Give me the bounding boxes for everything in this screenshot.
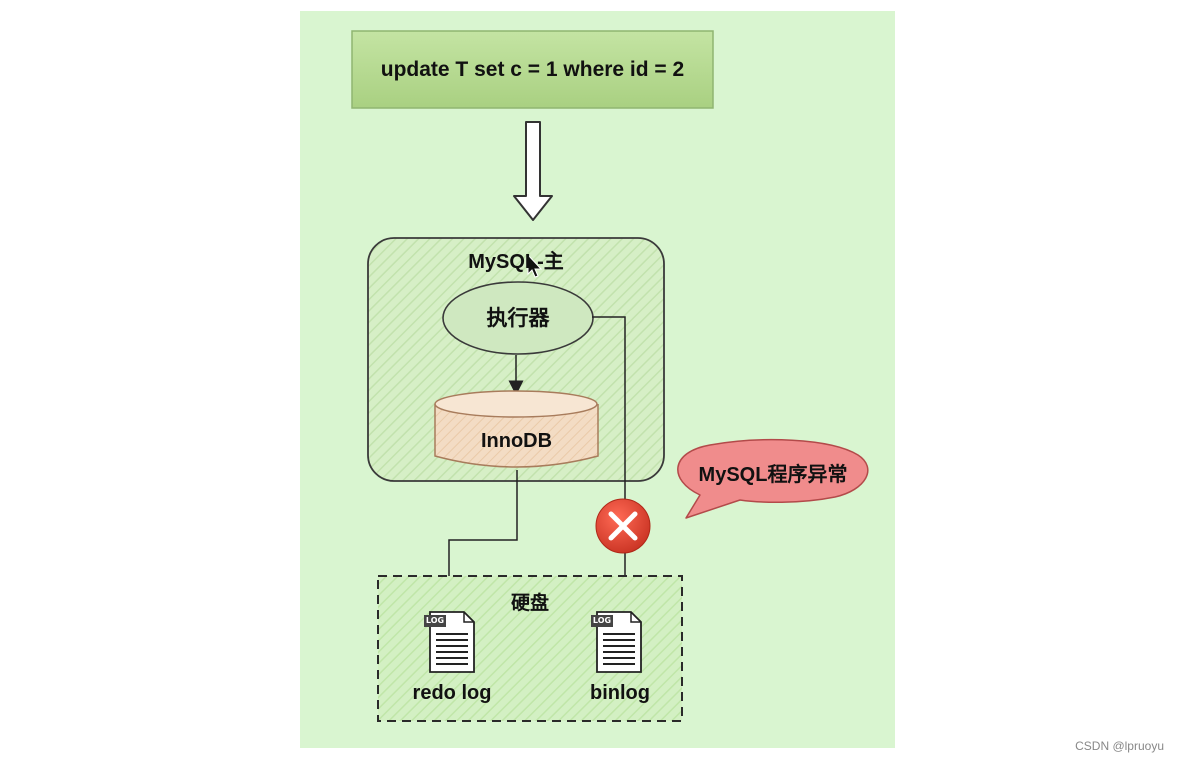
redo-log-icon-tag: LOG xyxy=(425,616,445,625)
redo-log-file-icon xyxy=(424,611,475,673)
innodb-to-redo-log-arrow xyxy=(441,470,518,616)
binlog-file-icon xyxy=(591,611,642,673)
error-callout-bubble xyxy=(677,438,869,519)
binlog-label: binlog xyxy=(590,682,650,704)
error-x-icon xyxy=(595,498,651,554)
innodb-label: InnoDB xyxy=(480,430,553,452)
disk-label: 硬盘 xyxy=(510,593,549,614)
mouse-cursor-icon xyxy=(527,253,543,278)
binlog-icon-tag: LOG xyxy=(592,616,612,625)
sql-statement-box xyxy=(351,30,714,109)
watermark: CSDN @lpruoyu xyxy=(1075,739,1164,753)
error-callout-text: MySQL程序异常 xyxy=(698,464,848,486)
executor-node xyxy=(442,281,594,355)
sql-statement-text: update T set c = 1 where id = 2 xyxy=(380,58,685,81)
executor-label: 执行器 xyxy=(486,307,550,330)
innodb-node xyxy=(434,390,599,468)
down-arrow-icon xyxy=(513,121,553,221)
redo-log-label: redo log xyxy=(412,682,492,704)
mysql-main-title: MySQL-主 xyxy=(468,251,564,273)
